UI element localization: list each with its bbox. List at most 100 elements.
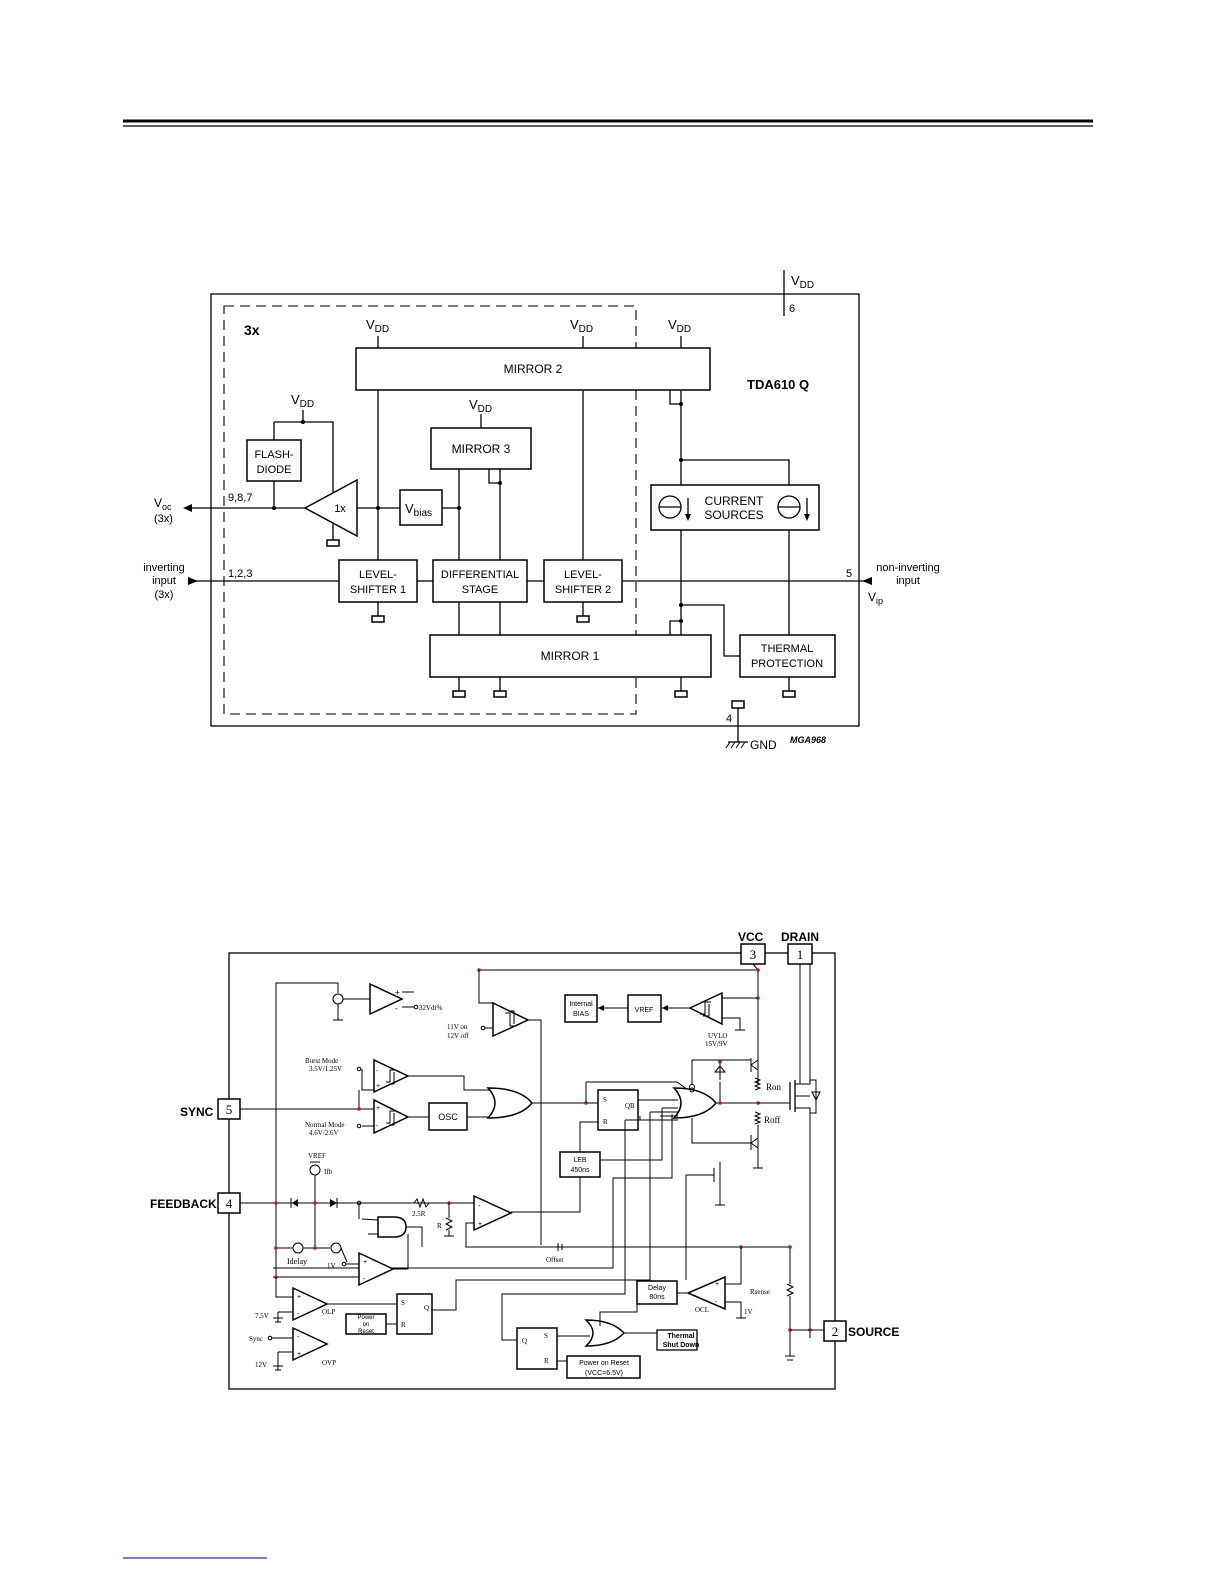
delay-block bbox=[636, 1280, 678, 1305]
ground-pad bbox=[576, 615, 590, 623]
source-label: SOURCE bbox=[848, 1325, 899, 1339]
minus-sign: - bbox=[363, 1276, 366, 1283]
vcc-label: VCC bbox=[738, 930, 764, 944]
gnd-label: GND bbox=[750, 738, 777, 752]
latch-q-label: Q bbox=[424, 1304, 429, 1312]
vdd-top-label: VDD bbox=[791, 273, 814, 291]
mirror-2-block bbox=[355, 347, 711, 391]
feedback-label: FEEDBACK bbox=[150, 1197, 217, 1211]
inverting-input-count: (3x) bbox=[155, 589, 174, 601]
latch2-s-label: S bbox=[544, 1332, 548, 1340]
plus-sign: + bbox=[715, 1281, 719, 1288]
level-shifter-2-label: LEVEL- bbox=[564, 569, 602, 581]
flash-diode-label: FLASH- bbox=[254, 449, 293, 461]
delay-comparator bbox=[358, 1251, 395, 1287]
header-rule bbox=[123, 119, 1093, 127]
uvlo-comparator bbox=[688, 991, 723, 1026]
internal-bias-block bbox=[564, 994, 598, 1023]
plus-sign: + bbox=[395, 988, 400, 997]
mirror-1-block bbox=[429, 634, 712, 678]
threshold-12v-off: 12V off bbox=[447, 1032, 469, 1040]
controller-outline bbox=[228, 952, 836, 1390]
burst-mode-comparator bbox=[373, 1058, 410, 1094]
normal-mode-comparator bbox=[373, 1098, 410, 1135]
minus-sign: - bbox=[376, 1123, 379, 1130]
sync-label: SYNC bbox=[180, 1105, 214, 1119]
level-shifter-1-label: SHIFTER 1 bbox=[350, 584, 406, 596]
sr-latch bbox=[597, 1089, 639, 1131]
differential-stage-label: STAGE bbox=[462, 584, 498, 596]
gnd-pad bbox=[731, 700, 745, 709]
and-gate bbox=[377, 1216, 407, 1238]
voc-pins: 9,8,7 bbox=[228, 492, 252, 504]
ocl-comparator bbox=[686, 1275, 726, 1311]
thermal-shutdown-block bbox=[656, 1329, 698, 1351]
current-source-icon bbox=[330, 1242, 342, 1254]
threshold-11v-on: 11V on bbox=[447, 1023, 468, 1031]
power-mosfet bbox=[789, 964, 821, 1338]
resistor-icon bbox=[413, 1197, 430, 1209]
source-pin bbox=[823, 1320, 847, 1342]
voc-count: (3x) bbox=[154, 513, 173, 525]
threshold-1v: 1V bbox=[327, 1262, 336, 1270]
power-on-reset-label: Reset bbox=[358, 1329, 374, 1335]
sync-pin-number: 5 bbox=[226, 1102, 233, 1117]
vcc-pin-number: 3 bbox=[750, 947, 757, 962]
triple-channel-region bbox=[223, 305, 637, 715]
vbias-label: Vbias bbox=[405, 501, 432, 519]
minus-sign: - bbox=[478, 1203, 481, 1210]
minus-sign: - bbox=[376, 1068, 379, 1075]
olp-latch bbox=[396, 1293, 433, 1335]
mirror-1-label: MIRROR 1 bbox=[541, 649, 600, 663]
current-source-icon bbox=[777, 495, 810, 521]
feedback-pin bbox=[217, 1192, 241, 1214]
current-source-icon bbox=[658, 495, 691, 521]
ground-pad bbox=[782, 690, 796, 698]
level-shifter-2-label: SHIFTER 2 bbox=[555, 584, 611, 596]
inverting-input-pins: 1,2,3 bbox=[228, 568, 252, 580]
comparator bbox=[369, 982, 404, 1016]
vbias-block bbox=[399, 489, 443, 526]
offset-label: Offset bbox=[546, 1256, 563, 1264]
vdd-pin-number: 6 bbox=[789, 303, 795, 315]
current-source-icon bbox=[309, 1164, 321, 1176]
resistor-r-label: R bbox=[437, 1222, 442, 1230]
vref-source-label: VREF bbox=[308, 1152, 326, 1160]
inverting-input-label: inverting bbox=[143, 562, 185, 574]
thermal-shutdown-label: Shut Down bbox=[663, 1342, 700, 1349]
ground-icon bbox=[725, 741, 748, 749]
mirror-3-label: MIRROR 3 bbox=[452, 442, 511, 456]
plus-sign: + bbox=[363, 1259, 367, 1266]
sr-qb-label: QB bbox=[625, 1102, 635, 1110]
plus-sign: + bbox=[376, 1105, 380, 1112]
block-count-label: 3x bbox=[244, 322, 260, 338]
ground-pad bbox=[674, 690, 688, 698]
fault-or-gate bbox=[584, 1319, 626, 1347]
minus-sign: - bbox=[297, 1311, 300, 1318]
current-source-icon bbox=[292, 1242, 304, 1254]
differential-stage-label: DIFFERENTIAL bbox=[441, 569, 519, 581]
flash-diode-label: DIODE bbox=[257, 464, 292, 476]
ovp-threshold: 12V bbox=[255, 1361, 267, 1369]
flash-diode-block bbox=[246, 439, 302, 482]
non-inverting-pin: 5 bbox=[846, 568, 852, 580]
leb-block bbox=[559, 1151, 601, 1178]
por-vcc-label: Power on Reset bbox=[579, 1360, 629, 1367]
sync-pin bbox=[217, 1098, 241, 1120]
olp-threshold: 7.5V bbox=[255, 1312, 269, 1320]
power-on-reset-label: Power bbox=[357, 1315, 374, 1321]
diode-icon bbox=[292, 1199, 298, 1207]
delay-time: 80ns bbox=[649, 1294, 665, 1301]
roff-resistor bbox=[753, 1111, 762, 1125]
diode-icon bbox=[330, 1199, 337, 1207]
power-on-reset-block bbox=[345, 1313, 387, 1335]
driver-or-gate bbox=[672, 1087, 717, 1119]
normal-mode-label: Normal Mode bbox=[305, 1121, 344, 1129]
buffer-label: 1x bbox=[334, 503, 346, 515]
roff-label: Roff bbox=[764, 1115, 780, 1125]
or-gate bbox=[486, 1087, 533, 1119]
protection-latch bbox=[516, 1327, 558, 1370]
vdd-label: VDD bbox=[366, 317, 389, 335]
minus-sign: - bbox=[715, 1299, 718, 1306]
